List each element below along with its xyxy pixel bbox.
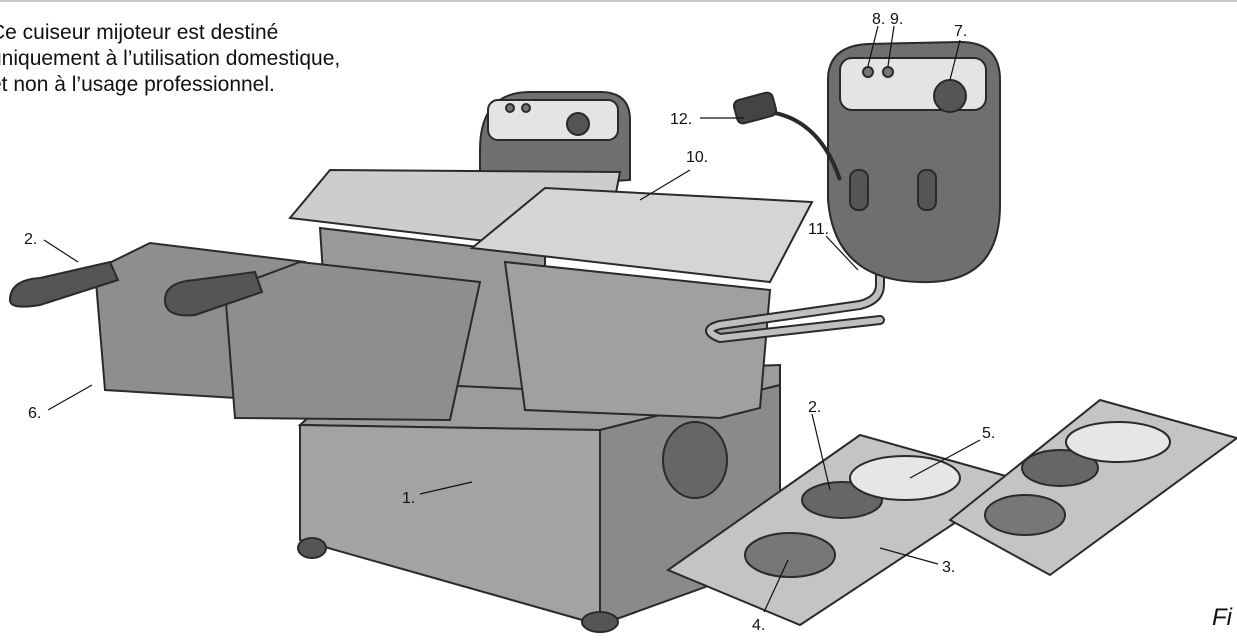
label-2-handle: 2. <box>808 399 821 416</box>
leader-lines <box>43 25 981 613</box>
power-cord <box>769 110 842 181</box>
basket-right <box>163 260 482 422</box>
intro-line-1: Ce cuiseur mijoteur est destiné <box>0 21 279 44</box>
figure-tag: Fi <box>1212 604 1232 631</box>
label-1: 1. <box>402 490 415 507</box>
label-5: 5. <box>982 425 995 442</box>
label-2-basket: 2. <box>24 231 37 248</box>
label-4: 4. <box>752 617 765 634</box>
label-12: 12. <box>670 111 692 128</box>
intro-text: Ce cuiseur mijoteur est destiné uniqueme… <box>0 20 340 98</box>
label-8: 8. <box>872 11 885 28</box>
label-6: 6. <box>28 405 41 422</box>
label-7: 7. <box>954 23 967 40</box>
lid-rear <box>948 398 1237 577</box>
label-10: 10. <box>686 149 708 166</box>
control-panel <box>827 40 1001 284</box>
label-3: 3. <box>942 559 955 576</box>
label-9: 9. <box>890 11 903 28</box>
intro-line-2: uniquement à l’utilisation domestique, <box>0 47 341 70</box>
lid-front <box>665 433 1023 627</box>
intro-line-3: et non à l’usage professionnel. <box>0 73 275 96</box>
label-11: 11. <box>808 221 829 238</box>
rear-control-box <box>479 91 631 192</box>
top-border <box>0 0 1237 2</box>
plug-icon <box>732 91 778 125</box>
front-tank <box>469 186 814 420</box>
